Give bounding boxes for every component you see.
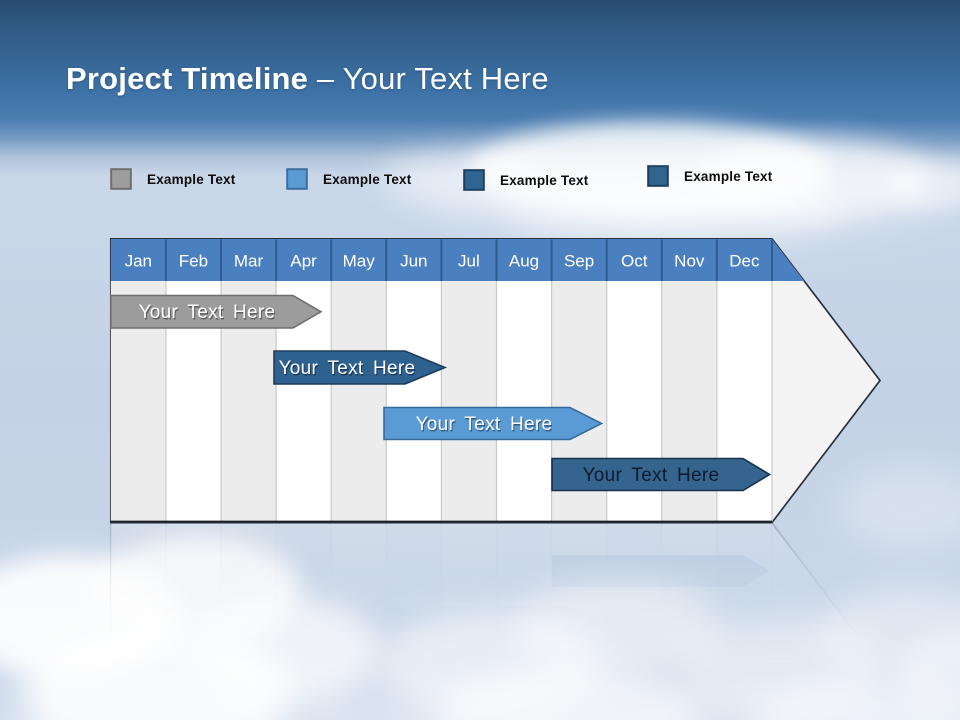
- slide-title-bold: Project Timeline: [66, 61, 309, 96]
- month-label: Apr: [290, 252, 317, 271]
- month-label: Nov: [674, 252, 705, 271]
- column-gridlines: [165, 281, 773, 522]
- cloud: [0, 692, 960, 720]
- task-bar-label-shadow: Your Text Here: [417, 416, 554, 437]
- legend-label: Example Text: [684, 168, 773, 184]
- legend-swatch-lightblue: [286, 168, 308, 190]
- month-label: Mar: [234, 252, 264, 271]
- month-label: May: [343, 252, 376, 271]
- task-bar-4: Your Text Here: [551, 457, 772, 492]
- task-bar-label-shadow: Your Text Here: [140, 304, 277, 325]
- legend-item: Example Text: [286, 168, 411, 190]
- task-bar-1: Your Text Here Your Text Here: [110, 294, 323, 329]
- month-label: Jul: [458, 252, 480, 271]
- month-label: Dec: [729, 252, 760, 271]
- cloud: [195, 598, 380, 703]
- month-label: Oct: [621, 252, 648, 271]
- month-label: Aug: [509, 252, 539, 271]
- task-bar-label: Your Text Here: [583, 465, 720, 486]
- month-label: Feb: [179, 252, 208, 271]
- cloud: [818, 588, 960, 680]
- month-label: Jun: [400, 252, 427, 271]
- timeline-reflection: [95, 523, 895, 720]
- legend-swatch-darkblue: [647, 165, 669, 187]
- timeline-chart: Jan Feb Mar Apr May Jun Jul Aug Sep Oct …: [95, 230, 895, 530]
- cloud: [838, 465, 960, 550]
- task-bar-label: Your Text Here: [279, 358, 416, 379]
- cloud: [500, 178, 840, 240]
- month-header-band: [110, 239, 805, 281]
- slide-title: Project Timeline – Your Text Here: [66, 61, 549, 97]
- cloud: [888, 162, 960, 210]
- legend-label: Example Text: [500, 172, 589, 188]
- task-bar-3: Your Text Here Your Text Here: [383, 406, 604, 441]
- task-bar-label: Your Text Here: [139, 302, 276, 323]
- task-bar-label: Your Text Here: [416, 414, 553, 435]
- legend-swatch-steelblue: [463, 169, 485, 191]
- month-header: Jan Feb Mar Apr May Jun Jul Aug Sep Oct …: [125, 252, 760, 271]
- legend-item: Example Text: [110, 168, 235, 190]
- month-label: Sep: [564, 252, 594, 271]
- task-bar-label-shadow: Your Text Here: [280, 360, 417, 381]
- legend-label: Example Text: [147, 171, 236, 187]
- cloud: [515, 578, 720, 678]
- legend-item: Example Text: [647, 165, 772, 187]
- legend-swatch-gray: [110, 168, 132, 190]
- slide-title-rest: – Your Text Here: [308, 61, 549, 96]
- month-header-dividers: [164, 239, 773, 281]
- legend-label: Example Text: [323, 171, 412, 187]
- month-label: Jan: [125, 252, 152, 271]
- legend-item: Example Text: [463, 169, 588, 191]
- task-bar-2: Your Text Here Your Text Here: [273, 350, 448, 385]
